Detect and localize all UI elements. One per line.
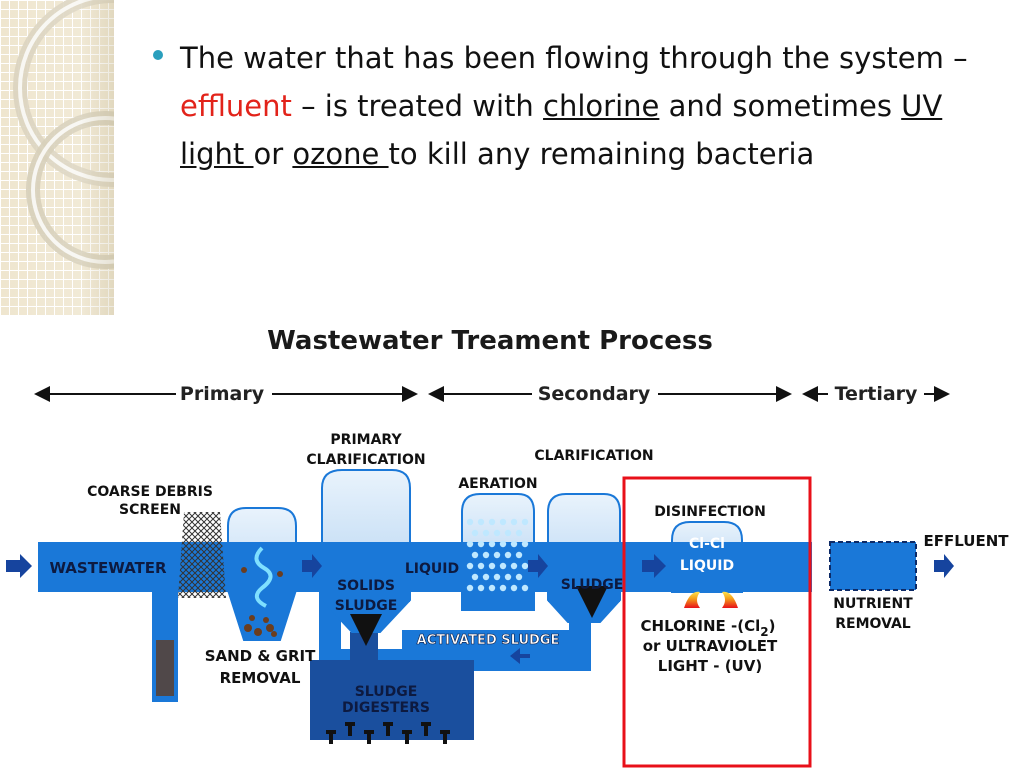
uv-light-term: UV light [180,89,943,171]
disinfection-highlight-box [622,476,812,768]
digesters-label-2: DIGESTERS [342,700,430,716]
coarse-screen-label-2: SCREEN [119,502,181,518]
effluent-label: EFFLUENT [924,532,1010,550]
aeration-bubble [482,573,490,581]
aeration-bubble [488,584,496,592]
aeration-bubble [488,540,496,548]
aeration-bubble [510,584,518,592]
secondary-sludge-label: SLUDGE [561,577,624,593]
digester-supports [326,722,450,744]
aeration-bubbles [466,518,529,592]
aeration-bubble [504,529,512,537]
sludge-digesters [310,660,474,740]
aeration-bubble [488,518,496,526]
activated-sludge-label: ACTIVATED SLUDGE [417,633,560,648]
liquid-label: LIQUID [405,561,459,577]
aeration-bubble [482,529,490,537]
disinfection-liquid-label: LIQUID [680,558,734,574]
chlorine-term: chlorine [543,89,660,123]
primary-clarification-label-1: PRIMARY [330,432,402,448]
wastewater-label: WASTEWATER [49,559,167,577]
decorative-background [0,0,114,315]
aeration-bubble [521,562,529,570]
aeration-bubble [471,529,479,537]
disinfection-label: DISINFECTION [654,504,766,520]
chlorine-injector-left [684,591,700,608]
ozone-term: ozone [292,137,389,171]
bullet-text-part: The water that has been flowing through … [180,41,968,75]
bullet-text-part: or [253,137,293,171]
nutrient-removal-label-1: NUTRIENT [833,596,913,612]
aeration-bubble [466,518,474,526]
effluent-term: effluent [180,89,292,123]
aeration-bubble [521,584,529,592]
aeration-bubble [499,562,507,570]
chlorine-label-2: or ULTRAVIOLET [643,637,778,655]
aeration-bubble [510,562,518,570]
clcl-label: Cl-Cl [689,536,725,552]
chlorine-injector-right [722,591,738,608]
aeration-bubble [477,562,485,570]
aeration-bubble [504,551,512,559]
aeration-bubble [515,551,523,559]
nutrient-removal-tank [829,541,917,591]
bullet-text-part: – is treated with [291,89,544,123]
sludge-label: SLUDGE [335,598,398,614]
stage-tertiary-label: Tertiary [835,383,918,405]
debris-screen [178,512,226,598]
activated-sludge-pipe [402,630,576,650]
primary-clarification-label-2: CLARIFICATION [306,452,425,468]
aeration-bubble [493,573,501,581]
stage-primary-label: Primary [180,383,265,405]
sand-grit-label-1: SAND & GRIT [205,647,316,665]
aeration-bubble [482,551,490,559]
diagram-title: Wastewater Treament Process [267,326,713,356]
aeration-bubble [488,562,496,570]
solids-label: SOLIDS [337,578,395,594]
bullet-text-part: and sometimes [659,89,902,123]
coarse-screen-label-1: COARSE DEBRIS [87,484,213,500]
aeration-bubble [477,518,485,526]
chlorine-label-3: LIGHT - (UV) [658,657,762,675]
flow-arrows [6,554,954,664]
aeration-bubble [499,518,507,526]
aeration-bubble [499,540,507,548]
aeration-bubble [471,573,479,581]
bullet-text: The water that has been flowing through … [180,34,1010,178]
aeration-bubble [493,529,501,537]
aeration-bubble [510,518,518,526]
wastewater-diagram: Wastewater Treament Process Primary Seco… [6,326,1010,768]
aeration-bubble [504,573,512,581]
aeration-bubble [493,551,501,559]
aeration-bubble [477,584,485,592]
aeration-bubble [466,540,474,548]
aeration-bubble [471,551,479,559]
nutrient-removal-label-2: REMOVAL [835,616,911,632]
sand-grit-label-2: REMOVAL [220,669,301,687]
digesters-label-1: SLUDGE [355,684,418,700]
bullet-text-part: to kill any remaining bacteria [388,137,815,171]
bullet-icon [153,50,163,60]
aeration-bubble [510,540,518,548]
aeration-label: AERATION [458,476,537,492]
decorative-circles [13,0,114,269]
aeration-bubble [521,518,529,526]
chlorine-label-1: CHLORINE -(Cl2) [641,617,776,639]
aeration-bubble [466,584,474,592]
aeration-bubble [521,540,529,548]
grit-particles [241,567,283,637]
aeration-bubble [477,540,485,548]
clarification-label: CLARIFICATION [534,448,653,464]
stage-indicators: Primary Secondary Tertiary [34,383,950,405]
aeration-bubble [515,529,523,537]
aeration-bubble [466,562,474,570]
stage-secondary-label: Secondary [538,383,651,405]
aeration-bubble [515,573,523,581]
aeration-bubble [499,584,507,592]
